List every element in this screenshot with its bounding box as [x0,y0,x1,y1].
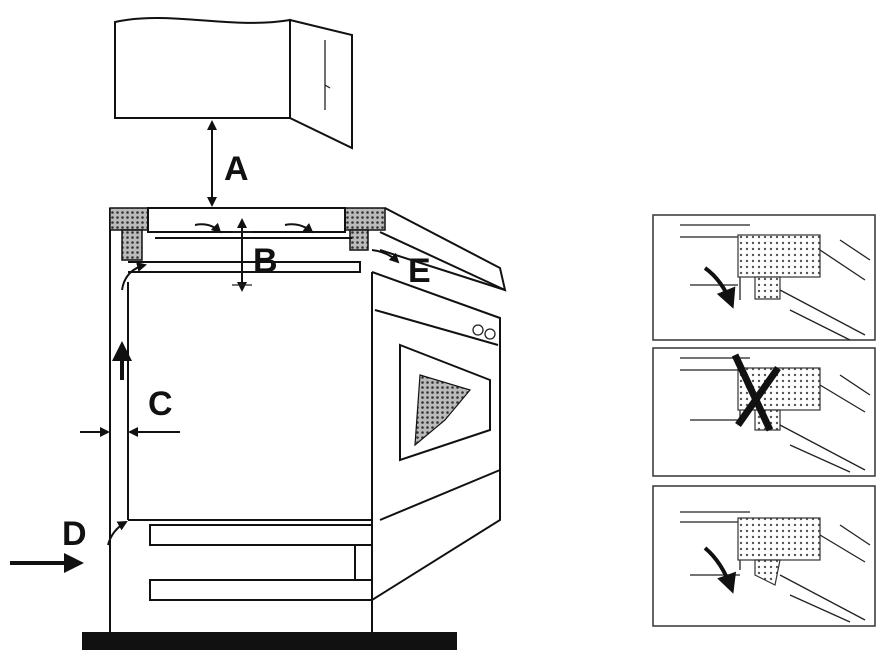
label-e: E [408,252,431,290]
arrow-icon [703,546,737,594]
cross-icon [731,353,781,432]
insulation-right [344,207,386,231]
cooker [82,207,507,650]
detail-panel-3 [652,485,876,627]
label-b: B [253,242,278,280]
label-a: A [224,150,249,188]
floor [82,632,457,650]
detail-panel-2 [652,347,876,477]
wall-cabinet [114,17,353,150]
label-c: C [148,385,173,423]
label-d: D [62,515,87,553]
insulation-left [109,207,149,231]
arrow-icon [703,266,736,309]
dimension-c: C [80,385,180,437]
dimension-d: D [10,515,87,573]
dimension-b: B [232,218,278,292]
airflow-arrows [107,222,400,546]
dimension-a: A [207,120,249,207]
detail-panel-1 [652,214,876,341]
